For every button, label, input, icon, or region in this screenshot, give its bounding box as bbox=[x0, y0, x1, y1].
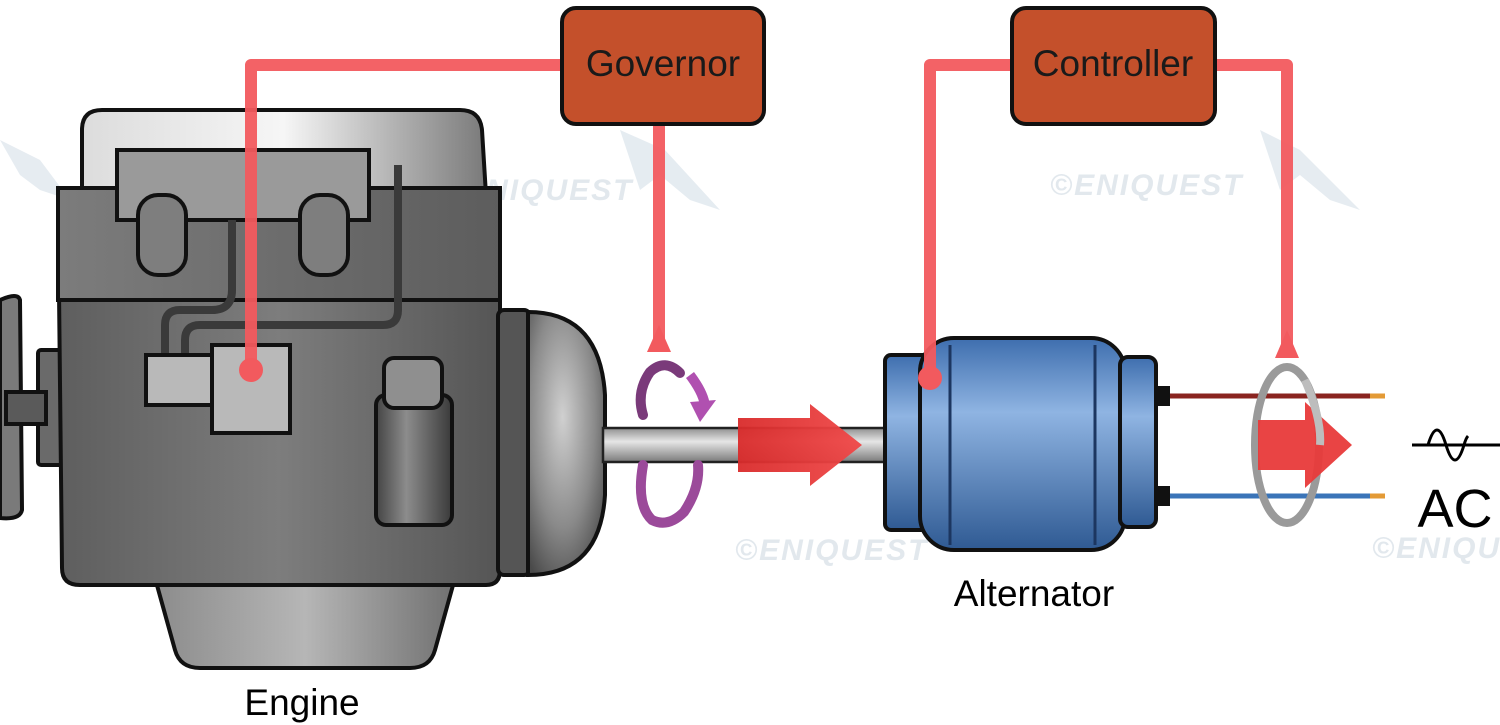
engine-flywheel-housing bbox=[496, 308, 532, 577]
sensor-point bbox=[918, 366, 942, 390]
engine-label: Engine bbox=[244, 682, 359, 723]
controller-to-output-line bbox=[1212, 59, 1293, 345]
bird-watermark-icon bbox=[620, 130, 720, 210]
governor-box: Governor bbox=[560, 6, 766, 126]
sine-wave-icon bbox=[1412, 428, 1500, 462]
governor-to-engine-line bbox=[245, 59, 565, 370]
ac-label: AC bbox=[1417, 479, 1492, 539]
watermark: ©ENIQUEST bbox=[1372, 532, 1500, 565]
alternator-rear-cap bbox=[1118, 355, 1158, 529]
alternator-label: Alternator bbox=[954, 573, 1114, 614]
sensor-arrow-icon bbox=[647, 325, 671, 352]
controller-box: Controller bbox=[1010, 6, 1217, 126]
engine-intake-manifold bbox=[115, 148, 371, 277]
alternator-to-controller-line bbox=[924, 59, 1015, 380]
engine bbox=[0, 108, 607, 670]
power-flow-arrow-icon bbox=[1258, 402, 1352, 488]
watermark: ©ENIQUEST bbox=[735, 534, 929, 567]
engine-oil-filter bbox=[374, 356, 454, 527]
power-flow-arrow-icon bbox=[738, 404, 862, 486]
bird-watermark-icon bbox=[1260, 130, 1360, 210]
bird-watermark-icon bbox=[0, 140, 70, 200]
alternator-terminal bbox=[1154, 386, 1170, 406]
engine-fuel-line bbox=[181, 165, 402, 355]
engine-fuel-line bbox=[161, 220, 236, 355]
watermark: ©ENIQUEST bbox=[1050, 169, 1244, 202]
controller-label: Controller bbox=[1033, 43, 1193, 84]
alternator-terminal bbox=[1154, 486, 1170, 506]
rotation-arrow-icon bbox=[635, 360, 716, 528]
sensor-point bbox=[239, 358, 263, 382]
governor-label: Governor bbox=[586, 43, 740, 84]
signal-lines bbox=[245, 59, 1293, 380]
engine-bell-housing bbox=[526, 309, 607, 578]
sensor-arrow-icon bbox=[1275, 330, 1299, 358]
alternator bbox=[883, 336, 1170, 552]
